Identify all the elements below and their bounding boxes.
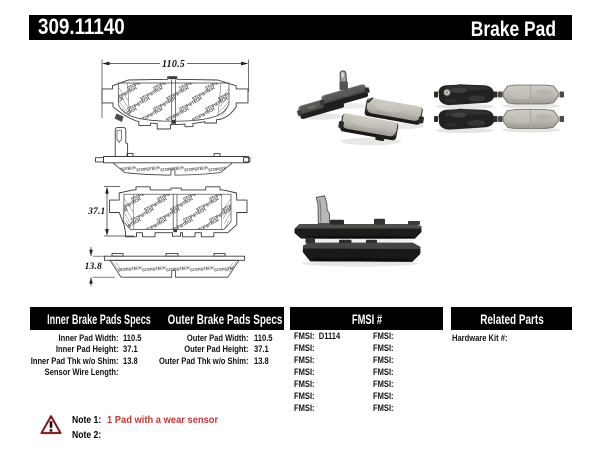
- svg-text:STOP◎TECH: STOP◎TECH: [208, 228, 232, 244]
- svg-text:STOP◎TECH: STOP◎TECH: [195, 217, 219, 233]
- svg-text:STOP◎TECH: STOP◎TECH: [247, 217, 271, 233]
- svg-text:STOP◎TECH: STOP◎TECH: [234, 228, 258, 244]
- svg-text:STOP◎TECH: STOP◎TECH: [184, 165, 208, 172]
- svg-text:STOP◎TECH: STOP◎TECH: [143, 217, 167, 233]
- svg-text:STOP◎TECH: STOP◎TECH: [136, 165, 160, 172]
- svg-text:37.1: 37.1: [87, 207, 105, 217]
- svg-text:STOP◎TECH: STOP◎TECH: [166, 265, 190, 272]
- svg-text:STOP◎TECH: STOP◎TECH: [247, 196, 271, 212]
- svg-text:STOP◎TECH: STOP◎TECH: [217, 85, 241, 101]
- svg-text:STOP◎TECH: STOP◎TECH: [112, 165, 136, 172]
- svg-text:STOP◎TECH: STOP◎TECH: [243, 106, 267, 122]
- svg-text:STOP◎TECH: STOP◎TECH: [165, 106, 189, 122]
- svg-text:STOP◎TECH: STOP◎TECH: [221, 217, 245, 233]
- svg-text:STOP◎TECH: STOP◎TECH: [118, 265, 142, 272]
- svg-text:STOP◎TECH: STOP◎TECH: [221, 196, 245, 212]
- svg-text:STOP◎TECH: STOP◎TECH: [113, 85, 137, 101]
- svg-text:STOP◎TECH: STOP◎TECH: [160, 165, 184, 172]
- svg-text:STOP◎TECH: STOP◎TECH: [182, 228, 206, 244]
- svg-text:STOP◎TECH: STOP◎TECH: [104, 207, 128, 223]
- svg-text:STOP◎TECH: STOP◎TECH: [142, 265, 166, 272]
- svg-text:STOP◎TECH: STOP◎TECH: [117, 217, 141, 233]
- svg-text:STOP◎TECH: STOP◎TECH: [191, 106, 215, 122]
- svg-text:STOP◎TECH: STOP◎TECH: [243, 85, 267, 101]
- svg-text:13.8: 13.8: [85, 262, 102, 272]
- svg-text:STOP◎TECH: STOP◎TECH: [190, 265, 214, 272]
- svg-text:STOP◎TECH: STOP◎TECH: [208, 165, 232, 172]
- svg-text:STOP◎TECH: STOP◎TECH: [117, 196, 141, 212]
- svg-text:110.5: 110.5: [162, 59, 185, 70]
- svg-text:STOP◎TECH: STOP◎TECH: [169, 217, 193, 233]
- svg-text:STOP◎TECH: STOP◎TECH: [234, 207, 258, 223]
- svg-text:STOP◎TECH: STOP◎TECH: [214, 265, 238, 272]
- svg-text:STOP◎TECH: STOP◎TECH: [234, 186, 258, 202]
